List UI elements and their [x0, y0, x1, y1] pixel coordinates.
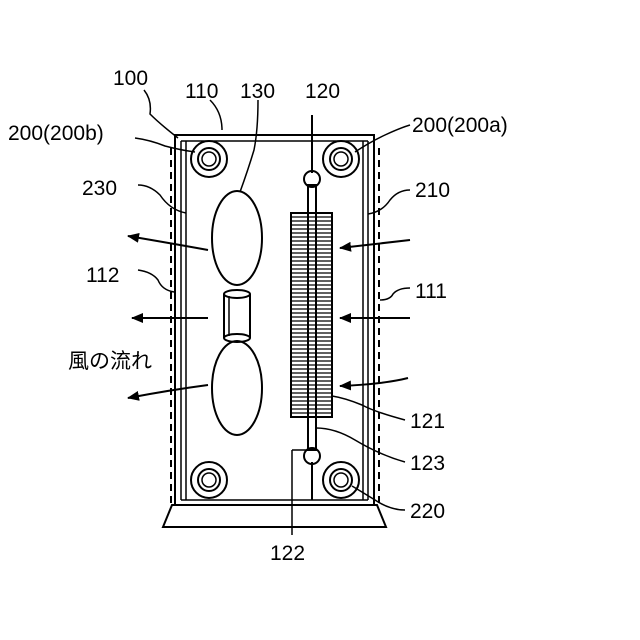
- fan: [212, 191, 262, 435]
- label-100: 100: [113, 67, 148, 90]
- label-112: 112: [86, 264, 119, 287]
- label-130: 130: [240, 80, 275, 103]
- label-230: 230: [82, 177, 117, 200]
- base: [163, 505, 386, 527]
- bearing-bottom-left: [191, 462, 227, 498]
- label-111: 111: [415, 280, 447, 303]
- label-122: 122: [270, 542, 305, 565]
- bearing-top-right: [323, 141, 359, 177]
- label-121: 121: [410, 410, 445, 433]
- fins: [292, 217, 331, 413]
- label-210: 210: [415, 179, 450, 202]
- bearing-bottom-right: [323, 462, 359, 498]
- label-200b: 200(200b): [8, 122, 104, 145]
- label-200a: 200(200a): [412, 114, 508, 137]
- label-123: 123: [410, 452, 445, 475]
- label-110: 110: [185, 80, 218, 103]
- housing: [175, 135, 374, 505]
- label-wind-flow: 風の流れ: [68, 350, 152, 373]
- bearing-top-left: [191, 141, 227, 177]
- label-120: 120: [305, 80, 340, 103]
- heat-exchanger: [291, 115, 332, 500]
- label-220: 220: [410, 500, 445, 523]
